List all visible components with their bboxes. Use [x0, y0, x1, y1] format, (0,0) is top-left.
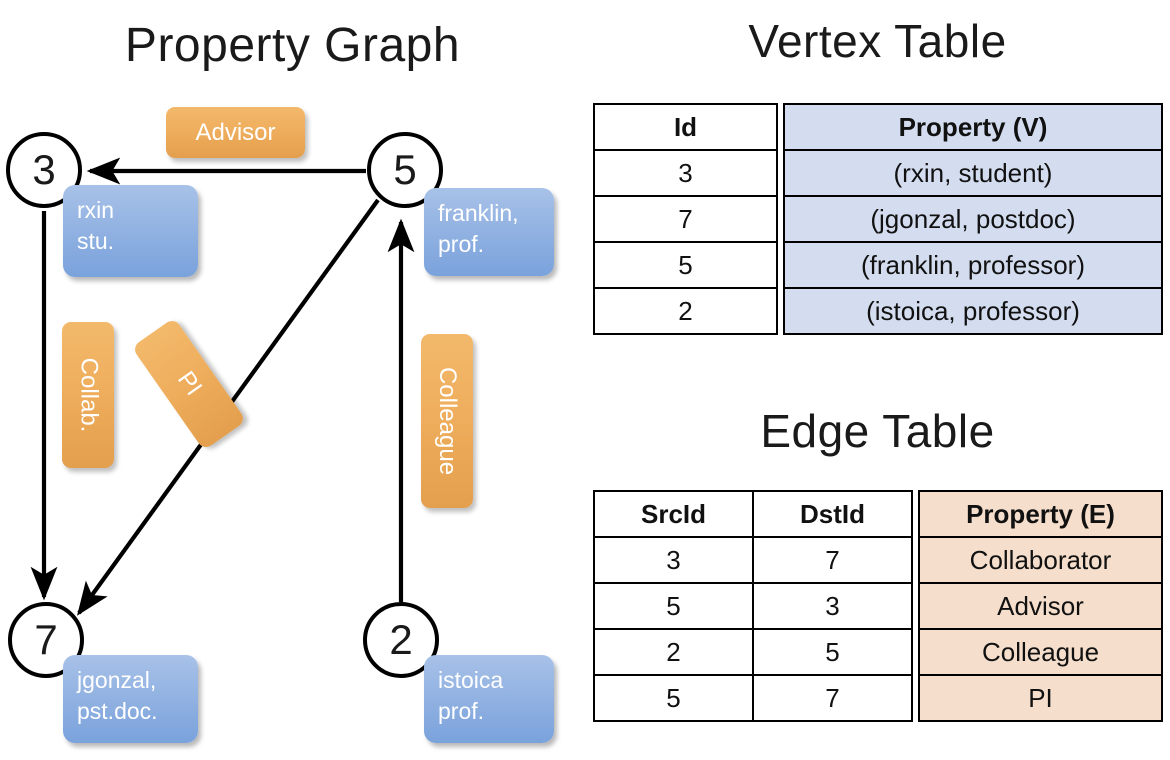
edge-label-pi-text: PI	[171, 366, 207, 401]
table-header-row: Property (V)	[783, 103, 1163, 151]
vertex-property-cell: (istoica, professor)	[783, 287, 1163, 335]
edge-label-collab-text: Collab.	[75, 357, 102, 433]
edge-src-cell: 2	[593, 628, 754, 676]
node-property-line: stu.	[77, 228, 115, 255]
edge-dst-cell: 7	[752, 674, 913, 722]
vertex-id-cell: 7	[593, 195, 778, 243]
edge-table-id-columns: SrcId DstId 3 7 5 3 2 5 5 7	[593, 490, 913, 722]
graph-node-5-label: 5	[393, 146, 417, 193]
edge-src-cell: 5	[593, 582, 754, 630]
table-row: 7	[593, 195, 778, 243]
edge-label-colleague: Colleague	[421, 334, 473, 508]
table-row: Collaborator	[918, 536, 1163, 584]
page-title-vertex-table: Vertex Table	[748, 15, 1007, 67]
vertex-table-property-column: Property (V) (rxin, student) (jgonzal, p…	[783, 103, 1163, 335]
node-property-line: pst.doc.	[77, 698, 158, 725]
edge-dst-cell: 3	[752, 582, 913, 630]
vertex-id-cell: 5	[593, 241, 778, 289]
edge-label-advisor-text: Advisor	[195, 118, 276, 146]
node-property-line: franklin,	[438, 200, 519, 226]
table-row: (franklin, professor)	[783, 241, 1163, 289]
node-property-box-franklin: franklin, prof.	[424, 188, 554, 276]
vertex-table-header-id: Id	[593, 103, 778, 151]
node-property-line: prof.	[438, 231, 485, 258]
table-header-row: Id	[593, 103, 778, 151]
graph-node-3-label: 3	[32, 146, 56, 193]
vertex-id-cell: 3	[593, 149, 778, 197]
edge-table-property-column: Property (E) Collaborator Advisor Collea…	[918, 490, 1163, 722]
vertex-id-cell: 2	[593, 287, 778, 335]
node-property-line: rxin	[77, 197, 115, 223]
edge-src-cell: 5	[593, 674, 754, 722]
vertex-table-id-column: Id 3 7 5 2	[593, 103, 778, 335]
table-row: (istoica, professor)	[783, 287, 1163, 335]
node-property-box-jgonzal: jgonzal, pst.doc.	[63, 655, 198, 743]
page-title-property-graph: Property Graph	[124, 19, 461, 72]
node-property-line: jgonzal,	[77, 667, 157, 693]
table-row: (jgonzal, postdoc)	[783, 195, 1163, 243]
table-row: 2	[593, 287, 778, 335]
edge-table-header-dstid: DstId	[752, 490, 913, 538]
edge-src-cell: 3	[593, 536, 754, 584]
vertex-property-cell: (franklin, professor)	[783, 241, 1163, 289]
node-property-line: prof.	[438, 698, 485, 725]
table-header-row: SrcId DstId	[593, 490, 913, 538]
table-row: 5	[593, 241, 778, 289]
node-property-box-istoica: istoica prof.	[424, 655, 554, 743]
edge-label-colleague-text: Colleague	[434, 366, 461, 476]
table-row: 5 7	[593, 674, 913, 722]
table-row: Colleague	[918, 628, 1163, 676]
edge-dst-cell: 5	[752, 628, 913, 676]
edge-table-header-srcid: SrcId	[593, 490, 754, 538]
edge-table-header-property: Property (E)	[918, 490, 1163, 538]
graph-node-7-label: 7	[34, 616, 58, 663]
edge-label-advisor: Advisor	[166, 107, 305, 158]
graph-node-5[interactable]: 5	[367, 132, 443, 208]
table-row: PI	[918, 674, 1163, 722]
vertex-property-cell: (jgonzal, postdoc)	[783, 195, 1163, 243]
edge-dst-cell: 7	[752, 536, 913, 584]
edge-property-cell: Colleague	[918, 628, 1163, 676]
node-property-line: istoica	[438, 667, 504, 693]
node-property-box-rxin: rxin stu.	[63, 185, 198, 277]
table-row: 2 5	[593, 628, 913, 676]
edge-property-cell: Collaborator	[918, 536, 1163, 584]
graph-node-2-label: 2	[389, 616, 413, 663]
edge-label-collab: Collab.	[62, 322, 114, 468]
table-row: 3	[593, 149, 778, 197]
table-header-row: Property (E)	[918, 490, 1163, 538]
edge-property-cell: Advisor	[918, 582, 1163, 630]
table-row: Advisor	[918, 582, 1163, 630]
table-row: (rxin, student)	[783, 149, 1163, 197]
graph-node-2[interactable]: 2	[363, 602, 439, 678]
vertex-table-header-property: Property (V)	[783, 103, 1163, 151]
table-row: 5 3	[593, 582, 913, 630]
vertex-property-cell: (rxin, student)	[783, 149, 1163, 197]
edge-property-cell: PI	[918, 674, 1163, 722]
table-row: 3 7	[593, 536, 913, 584]
page-title-edge-table: Edge Table	[760, 405, 995, 457]
